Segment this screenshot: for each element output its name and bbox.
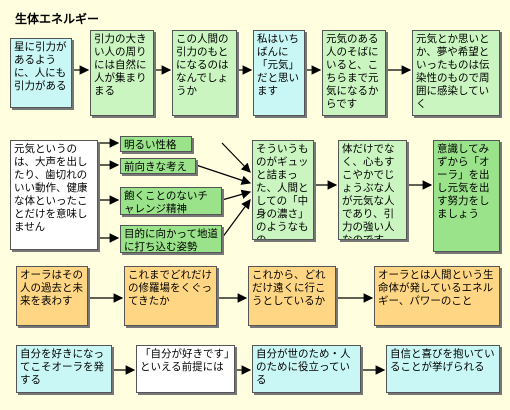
- node-confidence-joy: 自信と喜びを抱いていることが挙げられる: [386, 345, 500, 393]
- node-gravity-people: 引力の大きい人の周りには自然に人が集まりまる: [90, 30, 154, 116]
- node-genki-reason: 元気のある人のそばにいると、こちらまで元気になるからです: [322, 30, 386, 116]
- quality-positive: 前向きな考え: [120, 158, 196, 174]
- node-stars-gravity: 星に引力があるように、人にも引力がある: [10, 38, 72, 108]
- node-genki-meaning: 元気というのは、大声を出したり、歯切れのいい動作、健康な体といったことだけを意味…: [10, 140, 98, 250]
- node-healthy-mind: 体だけでなく、心もすこやかでじょうぶな人が元気な人であり、引力の強い人なのです: [338, 140, 407, 240]
- quality-cheerful: 明るい性格: [120, 136, 192, 152]
- node-contribution: 自分が世のため・人のために役立っている: [252, 345, 361, 393]
- node-aura-definition: オーラとは人間という生命体が発しているエネルギー、パワーのこと: [374, 266, 500, 326]
- node-self-love: 自分を好きになってこそオーラを発する: [16, 345, 112, 393]
- node-genki: 私はいちばんに「元気」だと思います: [253, 30, 305, 116]
- node-aura-effort: 意識してみずから「オーラ」を出し元気を出す努力をしましょう: [433, 140, 500, 252]
- page-title: 生体エネルギー: [15, 12, 100, 26]
- node-source-question: この人間の引力のもとになるのはなんでしょうか: [172, 30, 237, 116]
- quality-challenge: 飽くことのないチャレンジ精神: [120, 187, 222, 215]
- quality-diligence: 目的に向かって地道に打ち込む姿勢: [120, 225, 222, 253]
- node-future-goal: これから、どれだけ遠くに行こうとしているか: [248, 266, 336, 326]
- node-contagious: 元気とか思いとか、夢や希望といったものは伝染性のもので周囲に感染していく: [412, 30, 500, 116]
- node-inner-depth: そういうものがギュッと詰まった、人間としての「中身の濃さ」のようなもの: [252, 140, 314, 240]
- node-past-hardship: これまでどれだけの修羅場をくぐってきたか: [124, 266, 217, 326]
- node-self-love-premise: 「自分が好きです」といえる前提には: [136, 345, 235, 393]
- node-aura-past-future: オーラはその人の過去と未来を表わす: [16, 266, 88, 326]
